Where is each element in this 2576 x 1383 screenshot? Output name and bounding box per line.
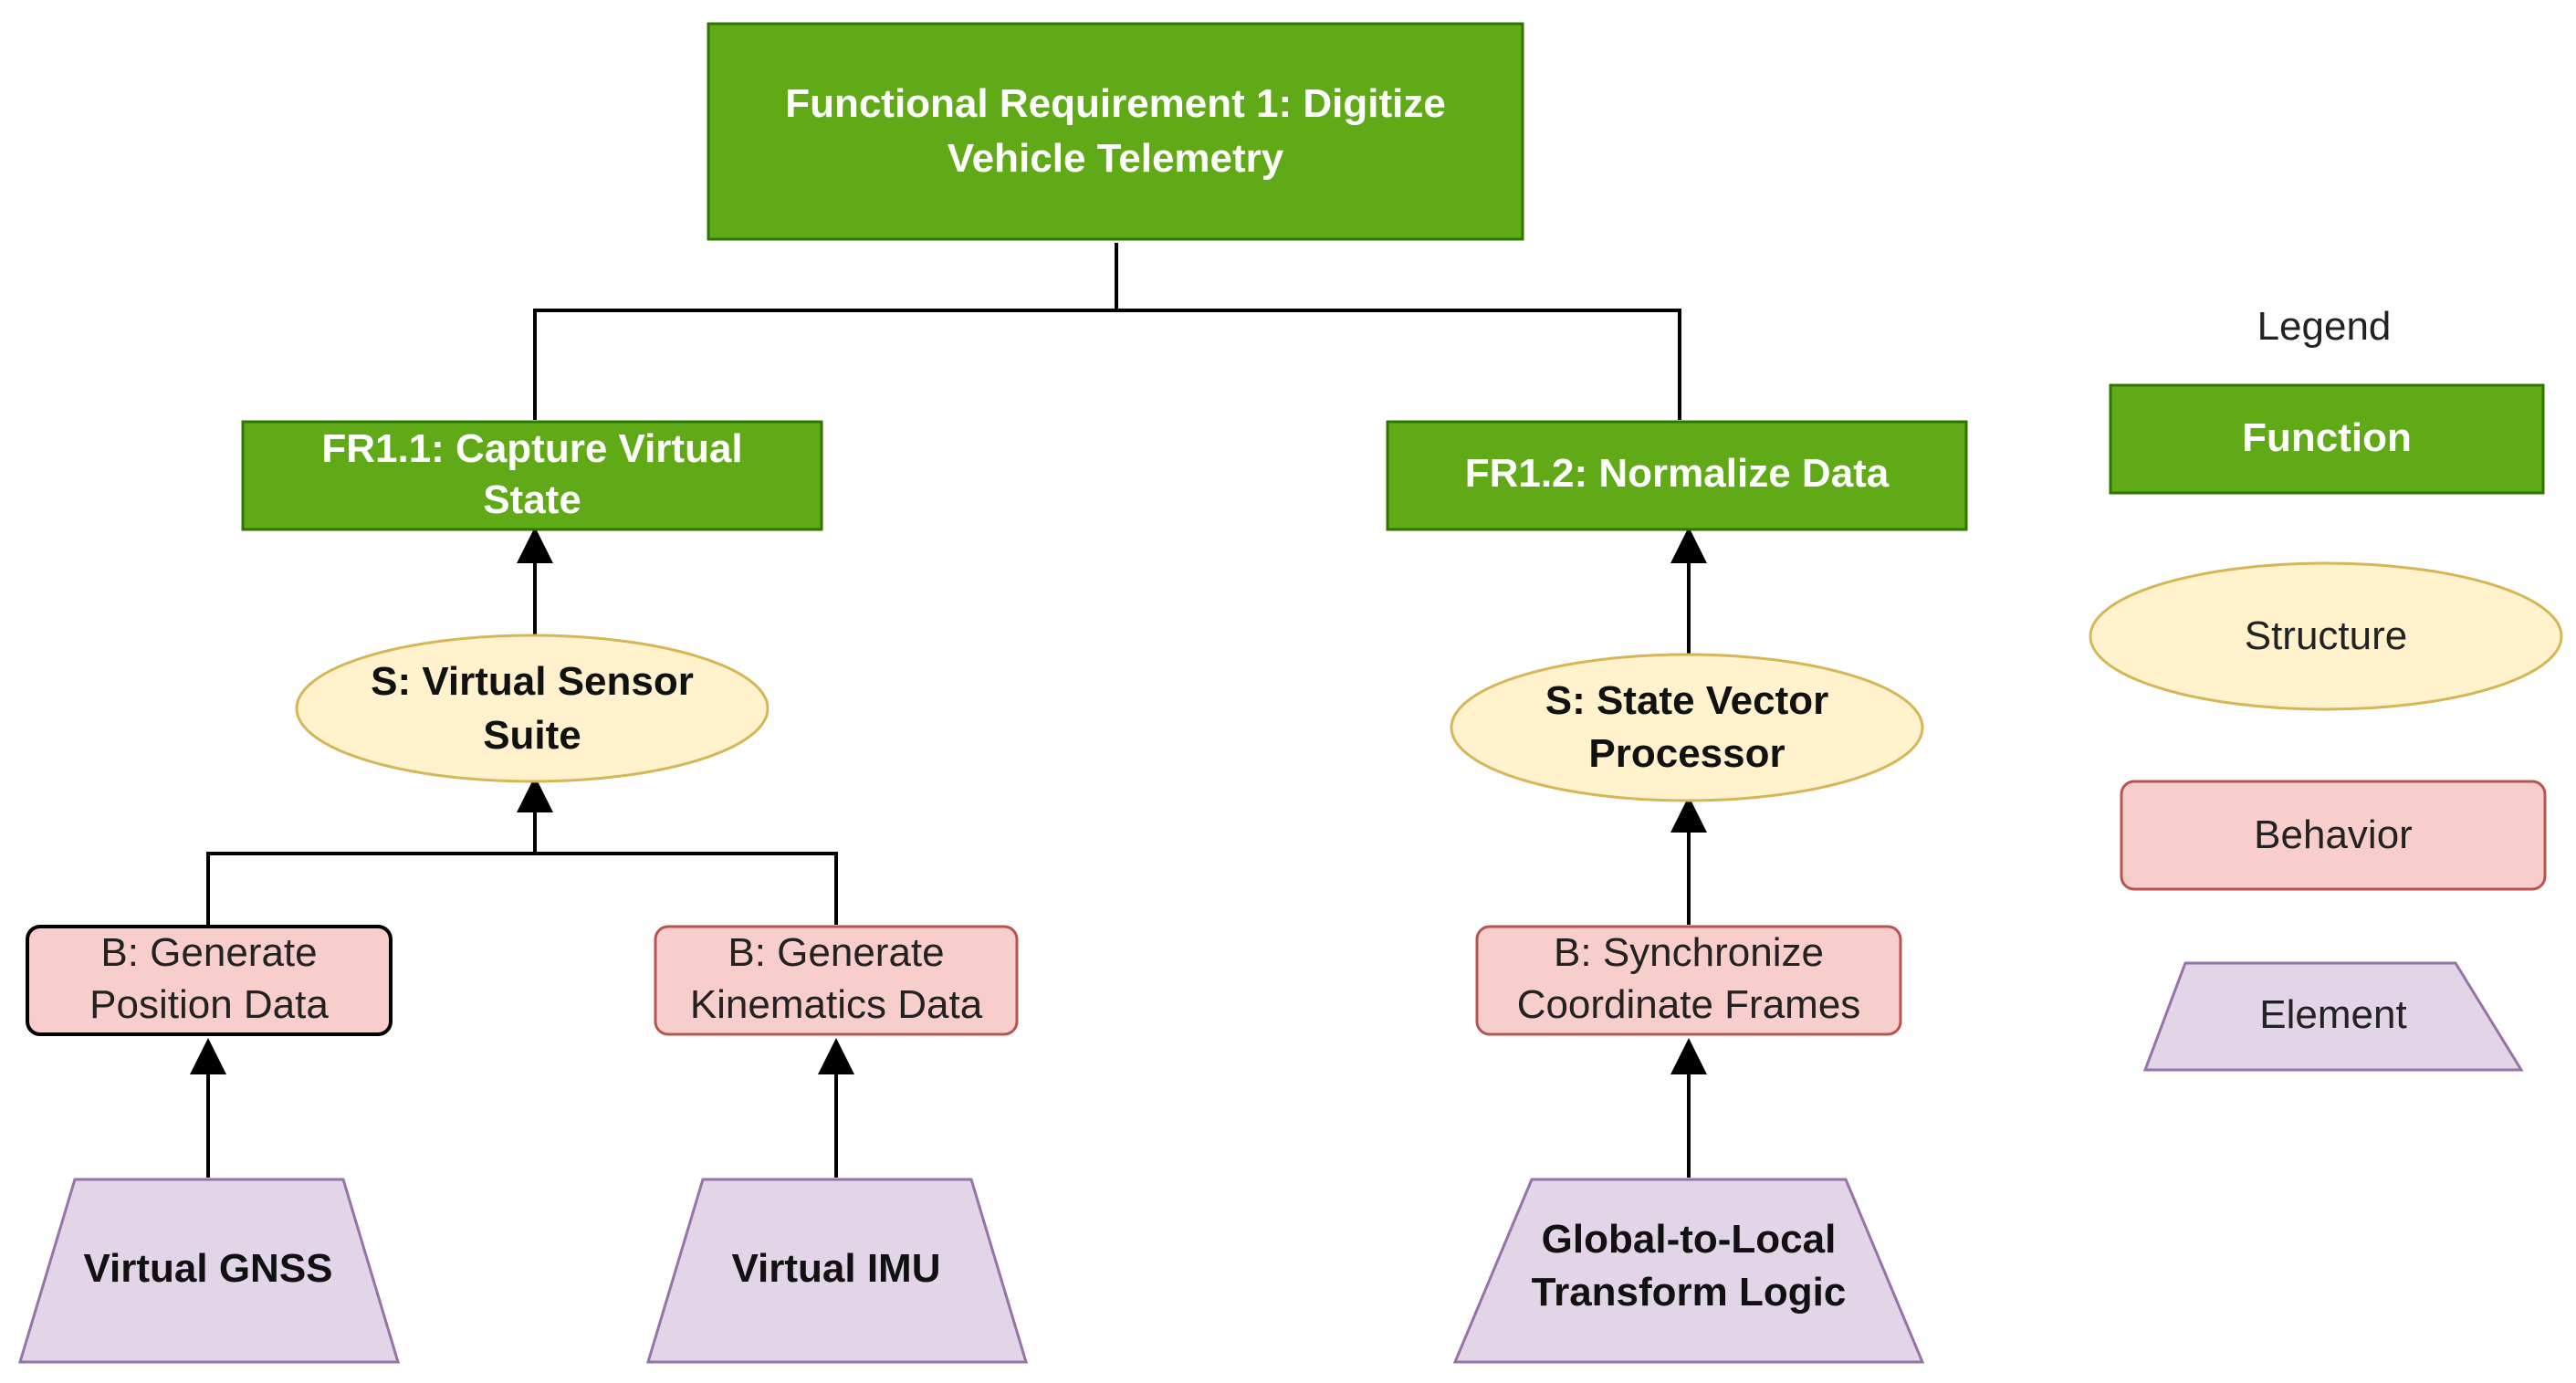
s-sensor-ellipse (295, 634, 770, 783)
s-state-label-line2: Processor (1588, 731, 1785, 776)
connector-fr1-fr11 (533, 243, 1118, 420)
node-fr1: Functional Requirement 1: Digitize Vehic… (707, 22, 1524, 241)
e-imu-trapezoid (645, 1178, 1029, 1364)
node-b-position: B: Generate Position Data (26, 925, 393, 1036)
b-sync-label-line1: B: Synchronize (1554, 930, 1824, 975)
legend-function-label: Function (2242, 415, 2412, 460)
fr11-label-line2: State (483, 477, 581, 522)
s-sensor-label-line2: Suite (483, 713, 581, 758)
s-state-label-line1: S: State Vector (1545, 678, 1829, 723)
e-transform-trapezoid (1452, 1178, 1925, 1364)
e-transform-label-line2: Transform Logic (1532, 1270, 1847, 1315)
node-b-sync: B: Synchronize Coordinate Frames (1475, 925, 1902, 1036)
connector-fr1-fr12 (1116, 309, 1681, 420)
legend-function: Function (2109, 383, 2545, 495)
b-position-box (26, 925, 393, 1036)
b-position-label-line2: Position Data (89, 982, 329, 1027)
node-e-transform: Global-to-Local Transform Logic (1452, 1178, 1925, 1364)
legend-behavior: Behavior (2120, 780, 2547, 891)
fr1-box (707, 22, 1524, 241)
s-state-ellipse (1450, 653, 1924, 802)
node-s-state: S: State Vector Processor (1450, 653, 1924, 802)
legend-function-swatch (2109, 383, 2545, 495)
connector-position-sensor (206, 852, 838, 925)
e-gnss-label: Virtual GNSS (83, 1246, 332, 1291)
b-kinematics-label-line1: B: Generate (728, 930, 944, 975)
legend-title: Legend (2257, 304, 2392, 349)
fr12-box (1386, 420, 1968, 531)
e-transform-label-line1: Global-to-Local (1542, 1217, 1837, 1262)
legend-structure-label: Structure (2245, 613, 2408, 658)
fr1-label-line1: Functional Requirement 1: Digitize (785, 81, 1446, 126)
legend-element-label: Element (2259, 992, 2406, 1037)
legend-behavior-swatch (2120, 780, 2547, 891)
e-imu-label: Virtual IMU (731, 1246, 940, 1291)
legend-structure-swatch (2089, 561, 2563, 711)
node-e-imu: Virtual IMU (645, 1178, 1029, 1364)
s-sensor-label-line1: S: Virtual Sensor (371, 659, 694, 704)
connectors (190, 243, 1707, 1178)
node-e-gnss: Virtual GNSS (17, 1178, 401, 1364)
b-position-label-line1: B: Generate (100, 930, 317, 975)
node-fr11: FR1.1: Capture Virtual State (241, 420, 823, 531)
fr11-label-line1: FR1.1: Capture Virtual (321, 426, 742, 471)
legend: Legend Function Structure Behavior Eleme… (2089, 304, 2563, 1072)
legend-element: Element (2142, 961, 2524, 1072)
b-kinematics-label-line2: Kinematics Data (690, 982, 983, 1027)
node-fr12: FR1.2: Normalize Data (1386, 420, 1968, 531)
legend-structure: Structure (2089, 561, 2563, 711)
fr11-box (241, 420, 823, 531)
b-sync-label-line2: Coordinate Frames (1517, 982, 1861, 1027)
e-gnss-trapezoid (17, 1178, 401, 1364)
fr1-label-line2: Vehicle Telemetry (948, 136, 1284, 181)
legend-behavior-label: Behavior (2254, 812, 2413, 857)
node-b-kinematics: B: Generate Kinematics Data (654, 925, 1019, 1036)
legend-element-swatch (2142, 961, 2524, 1072)
b-sync-box (1475, 925, 1902, 1036)
b-kinematics-box (654, 925, 1019, 1036)
fr12-label: FR1.2: Normalize Data (1465, 451, 1890, 496)
node-s-sensor: S: Virtual Sensor Suite (295, 634, 770, 783)
